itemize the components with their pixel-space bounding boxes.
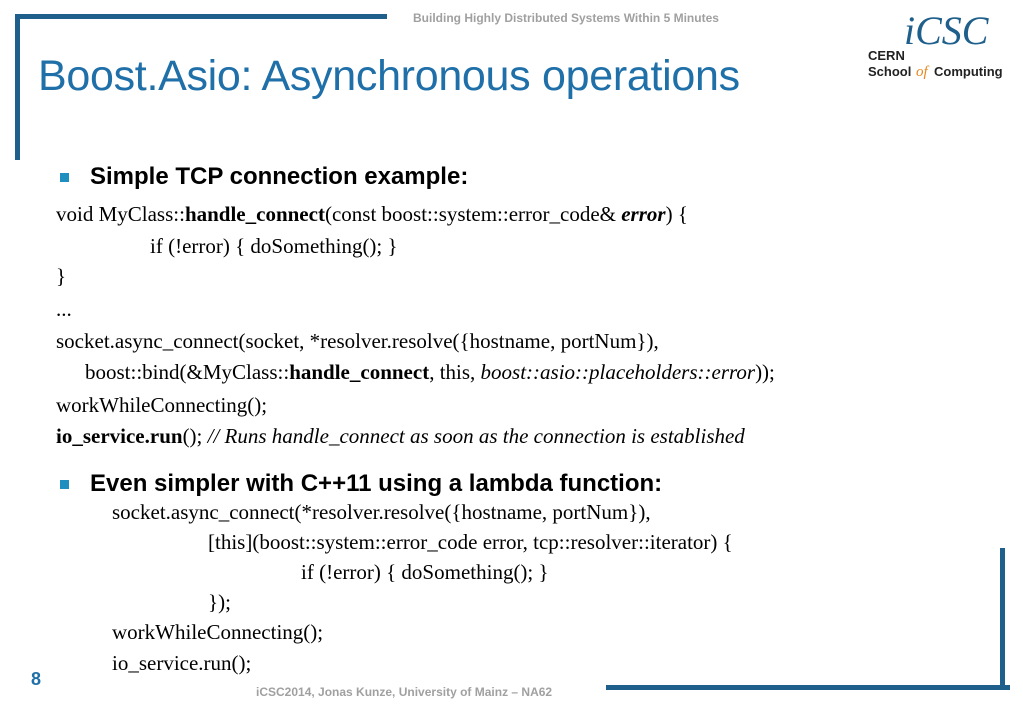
bullet-square-icon xyxy=(60,172,69,182)
bullet-label-2: Even simpler with C++11 using a lambda f… xyxy=(90,470,663,497)
footer-credit: iCSC2014, Jonas Kunze, University of Mai… xyxy=(256,685,553,699)
code-bold: handle_connect xyxy=(289,360,430,384)
code-bold: handle_connect xyxy=(184,202,325,226)
code1-line-1: void MyClass::handle_connect(const boost… xyxy=(56,204,688,225)
frame-left-bar xyxy=(15,14,20,160)
slide-title: Boost.Asio: Asynchronous operations xyxy=(38,52,740,100)
logo-cern: CERN xyxy=(868,48,905,63)
code1-line-8: io_service.run(); // Runs handle_connect… xyxy=(56,426,745,447)
code-text: ) { xyxy=(665,202,688,226)
code-text: boost::bind(&MyClass:: xyxy=(85,360,290,384)
code2-line-5: workWhileConnecting(); xyxy=(112,620,324,644)
bullet-item-2: Even simpler with C++11 using a lambda f… xyxy=(60,470,662,498)
code1-line-6: boost::bind(&MyClass::handle_connect, th… xyxy=(85,362,775,383)
page-number: 8 xyxy=(31,669,42,689)
code2-line-2: [this](boost::system::error_code error, … xyxy=(208,530,733,554)
course-title: Building Highly Distributed Systems With… xyxy=(413,11,719,25)
bullet-square-icon xyxy=(60,479,69,489)
code-text: void MyClass:: xyxy=(56,202,185,226)
code-bold: io_service.run xyxy=(56,424,183,448)
frame-bottom-bar xyxy=(606,685,1010,690)
code2-line-1: socket.async_connect(*resolver.resolve({… xyxy=(112,500,651,524)
code-text: (); xyxy=(182,424,208,448)
bullet-label-1: Simple TCP connection example: xyxy=(90,163,469,190)
code2-line-4: }); xyxy=(208,590,231,614)
code1-line-4: ... xyxy=(56,297,72,321)
logo-of: of xyxy=(916,64,930,80)
icsc-logo: iCSC CERN School of Computing xyxy=(868,8,1003,80)
logo-computing: Computing xyxy=(934,64,1003,79)
code1-line-7: workWhileConnecting(); xyxy=(56,393,268,417)
code-bold-italic: error xyxy=(621,202,666,226)
code-text: )); xyxy=(755,360,775,384)
code2-line-6: io_service.run(); xyxy=(112,651,252,675)
code-comment: // Runs handle_connect as soon as the co… xyxy=(207,424,745,448)
code-italic: boost::asio::placeholders::error xyxy=(480,360,756,384)
logo-mark: iCSC xyxy=(904,8,990,53)
frame-top-bar xyxy=(15,14,387,19)
code2-line-3: if (!error) { doSomething(); } xyxy=(301,560,549,584)
code1-line-5: socket.async_connect(socket, *resolver.r… xyxy=(56,329,659,353)
logo-school: School xyxy=(868,64,911,79)
bullet-item-1: Simple TCP connection example: xyxy=(60,163,468,191)
frame-right-bar xyxy=(1000,548,1005,690)
code1-line-2: if (!error) { doSomething(); } xyxy=(150,234,398,258)
code-text: (const boost::system::error_code& xyxy=(324,202,622,226)
code1-line-3: } xyxy=(56,264,67,288)
code-text: , this, xyxy=(429,360,481,384)
